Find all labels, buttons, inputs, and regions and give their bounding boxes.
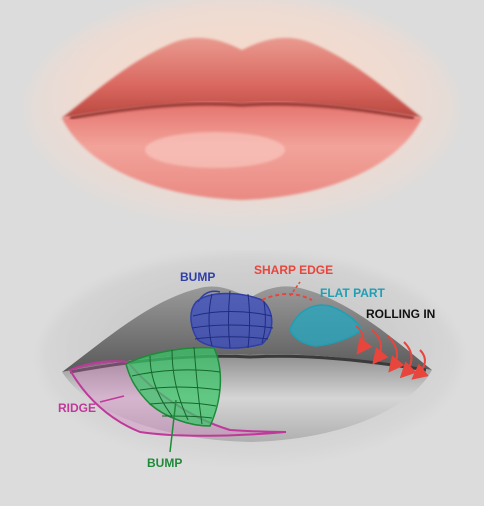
sharp-edge-leader (289, 281, 301, 297)
upper-lip (62, 37, 422, 118)
color-lips-illustration (0, 0, 484, 250)
lower-lip-highlight (145, 132, 285, 168)
label-bump-upper: BUMP (180, 270, 216, 284)
label-sharp-edge: SHARP EDGE (254, 263, 334, 277)
label-rolling-in: ROLLING IN (366, 307, 436, 321)
bump-lower-mesh (125, 346, 222, 427)
bump-upper-mesh (190, 290, 274, 349)
color-lips-photo (0, 0, 484, 250)
flat-part-patch (289, 304, 364, 347)
label-flat-part: FLAT PART (320, 286, 385, 300)
label-ridge: RIDGE (58, 401, 97, 415)
rolling-in-arrows (355, 325, 429, 380)
annotated-lips-illustration (0, 250, 484, 506)
label-bump-lower: BUMP (147, 456, 183, 470)
annotated-lips-diagram (0, 250, 484, 506)
ridge-outline (68, 360, 287, 437)
lip-line (69, 102, 415, 120)
ridge-leader (99, 395, 125, 403)
bump-lower-leader (169, 399, 177, 453)
